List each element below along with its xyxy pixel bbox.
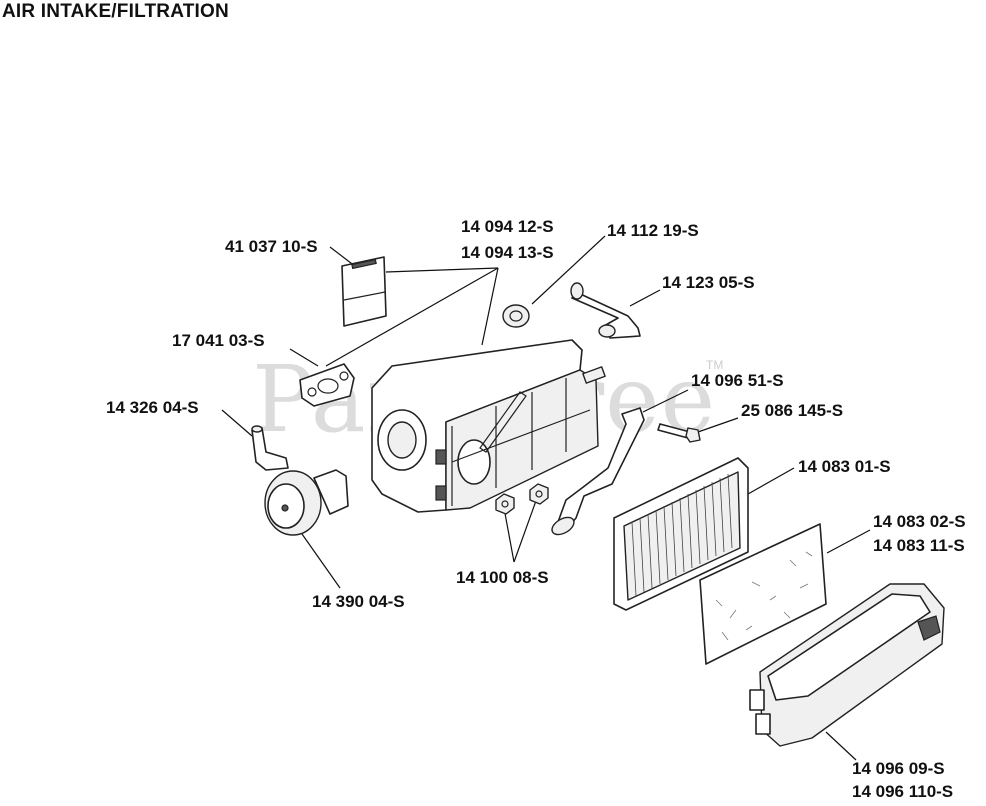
precleaner-cartridge-part[interactable] xyxy=(264,469,349,536)
callout-14-112-19-s[interactable]: 14 112 19-S xyxy=(607,221,699,240)
grommet-part[interactable] xyxy=(502,304,530,328)
callout-14-096-110-s[interactable]: 14 096 110-S xyxy=(852,782,954,801)
air-cleaner-base-part[interactable] xyxy=(371,339,606,513)
callout-14-123-05-s[interactable]: 14 123 05-S xyxy=(662,273,755,292)
watermark-trademark: TM xyxy=(706,358,724,372)
leader-lines xyxy=(221,235,871,761)
callout-14-326-04-s[interactable]: 14 326 04-S xyxy=(106,398,199,417)
screw-part[interactable] xyxy=(657,423,701,443)
pre-filter-part[interactable] xyxy=(699,523,827,665)
bracket-rod-part[interactable] xyxy=(549,407,645,538)
callout-14-094-13-s[interactable]: 14 094 13-S xyxy=(461,243,554,262)
breather-tube-part[interactable] xyxy=(570,282,641,339)
callout-14-096-51-s[interactable]: 14 096 51-S xyxy=(691,371,784,390)
gasket-part[interactable] xyxy=(299,363,355,407)
callout-14-390-04-s[interactable]: 14 390 04-S xyxy=(312,592,405,611)
callout-17-041-03-s[interactable]: 17 041 03-S xyxy=(172,331,265,350)
callout-14-100-08-s[interactable]: 14 100 08-S xyxy=(456,568,549,587)
callout-41-037-10-s[interactable]: 41 037 10-S xyxy=(225,237,318,256)
decal-label-part[interactable] xyxy=(341,256,387,327)
air-cleaner-cover-part[interactable] xyxy=(749,583,945,747)
callout-14-083-11-s[interactable]: 14 083 11-S xyxy=(873,536,965,555)
flange-nut-part[interactable] xyxy=(495,483,549,515)
callout-14-083-01-s[interactable]: 14 083 01-S xyxy=(798,457,891,476)
callout-14-083-02-s[interactable]: 14 083 02-S xyxy=(873,512,966,531)
callout-25-086-145-s[interactable]: 25 086 145-S xyxy=(741,401,844,420)
air-filter-part[interactable] xyxy=(613,457,749,611)
callout-14-096-09-s[interactable]: 14 096 09-S xyxy=(852,759,945,778)
page-title: AIR INTAKE/FILTRATION xyxy=(2,1,229,22)
elbow-hose-part[interactable] xyxy=(251,425,289,471)
callout-14-094-12-s[interactable]: 14 094 12-S xyxy=(461,217,554,236)
